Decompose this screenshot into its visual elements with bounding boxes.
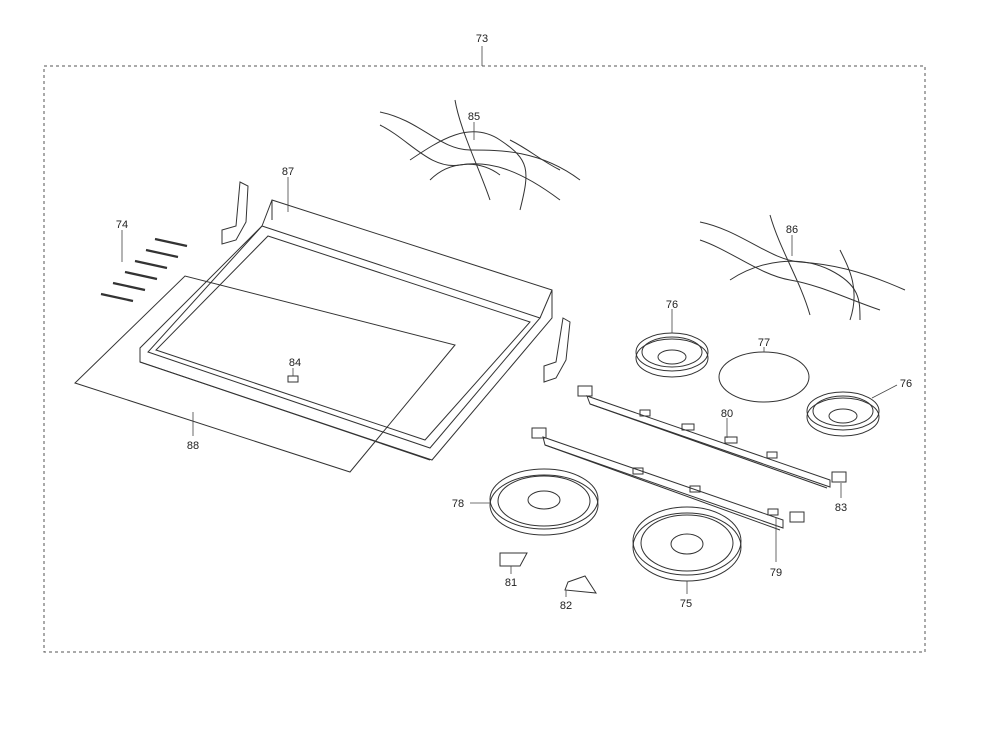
cooktop-frame — [139, 181, 571, 461]
label-80: 80 — [721, 408, 733, 420]
glass-sheet — [74, 275, 456, 473]
label-82: 82 — [560, 600, 572, 612]
label-73: 73 — [476, 33, 488, 45]
label-86: 86 — [786, 224, 798, 236]
wire-harness-85 — [379, 99, 581, 211]
bracket-82 — [564, 575, 597, 594]
bracket-81 — [499, 552, 528, 567]
burner-ring-76-right — [806, 391, 880, 437]
label-83: 83 — [835, 502, 847, 514]
disc-77 — [718, 351, 810, 403]
label-75: 75 — [680, 598, 692, 610]
burner-ring-75 — [632, 506, 742, 582]
rods-74 — [100, 237, 188, 303]
label-77: 77 — [758, 337, 770, 349]
label-78: 78 — [452, 498, 464, 510]
label-74: 74 — [116, 219, 128, 231]
burner-ring-78 — [489, 468, 599, 536]
burner-ring-76-left — [635, 332, 709, 378]
clip-84 — [287, 368, 299, 383]
bracket-front — [531, 427, 805, 531]
label-76-left: 76 — [666, 299, 678, 311]
label-76-right: 76 — [900, 378, 912, 390]
label-85: 85 — [468, 111, 480, 123]
leader-76-right — [871, 384, 898, 399]
label-84: 84 — [289, 357, 301, 369]
wire-harness-86 — [699, 214, 906, 321]
bracket-rear — [577, 385, 847, 489]
label-81: 81 — [505, 577, 517, 589]
label-79: 79 — [770, 567, 782, 579]
label-87: 87 — [282, 166, 294, 178]
assembly-boundary — [43, 65, 926, 653]
label-88: 88 — [187, 440, 199, 452]
